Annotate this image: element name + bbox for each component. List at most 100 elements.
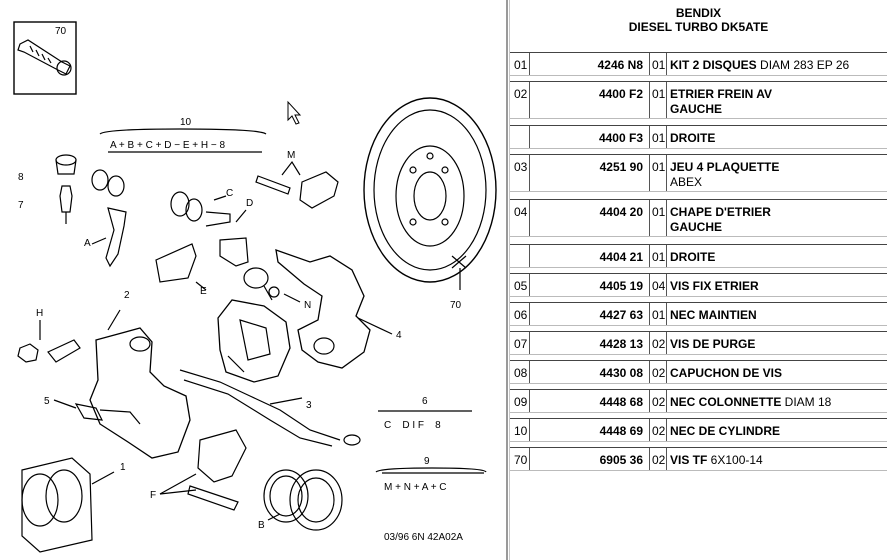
item-number: 07: [512, 332, 530, 354]
parts-row[interactable]: 05 4405 19 04 VIS FIX ETRIER: [510, 273, 887, 297]
callout-6: 6: [422, 396, 428, 407]
item-number: 04: [512, 200, 530, 236]
quantity: 01: [650, 245, 667, 267]
part-reference: 4405 19: [530, 274, 650, 296]
callout-70-box: 70: [55, 26, 67, 37]
parts-row[interactable]: 09 4448 68 02 NEC COLONNETTE DIAM 18: [510, 389, 887, 413]
quantity: 02: [650, 361, 667, 383]
callout-H: H: [36, 308, 43, 319]
part-description: VIS DE PURGE: [667, 332, 887, 354]
callout-F: F: [150, 490, 156, 501]
part-reference: 4251 90: [530, 155, 650, 191]
desc-main: DROITE: [670, 250, 716, 264]
parts-row[interactable]: 06 4427 63 01 NEC MAINTIEN: [510, 302, 887, 326]
callout-1: 1: [120, 462, 126, 473]
desc-main: VIS DE PURGE: [670, 337, 756, 351]
formula-6: C D I F 8: [384, 420, 441, 431]
desc-main: NEC DE CYLINDRE: [670, 424, 781, 438]
desc-main: CHAPE D'ETRIER: [670, 205, 771, 219]
brake-disc-drawing: [363, 97, 497, 283]
parts-row[interactable]: 01 4246 N8 01 KIT 2 DISQUES DIAM 283 EP …: [510, 52, 887, 76]
desc-main: VIS TF: [670, 453, 708, 467]
parts-row[interactable]: 4404 21 01 DROITE: [510, 244, 887, 268]
item-number: 05: [512, 274, 530, 296]
item-number: 10: [512, 419, 530, 441]
parts-row[interactable]: 4400 F3 01 DROITE: [510, 125, 887, 149]
desc-extra: 6X100-14: [707, 453, 763, 467]
quantity: 02: [650, 419, 667, 441]
mouse-cursor: [287, 100, 302, 125]
parts-list-panel: BENDIX DIESEL TURBO DK5ATE 01 4246 N8 01…: [510, 0, 887, 560]
callout-7: 7: [18, 200, 24, 211]
desc-main: DROITE: [670, 131, 716, 145]
part-reference: 4404 20: [530, 200, 650, 236]
part-description: VIS TF 6X100-14: [667, 448, 887, 470]
part-description: NEC MAINTIEN: [667, 303, 887, 325]
part-reference: 4430 08: [530, 361, 650, 383]
brand-title: BENDIX: [675, 6, 722, 20]
desc-extra: DIAM 18: [781, 395, 832, 409]
desc-main: NEC MAINTIEN: [670, 308, 757, 322]
part-description: DROITE: [667, 126, 887, 148]
part-reference: 4428 13: [530, 332, 650, 354]
callout-A: A: [84, 238, 91, 249]
quantity: 01: [650, 126, 667, 148]
part-description: CAPUCHON DE VIS: [667, 361, 887, 383]
part-reference: 4246 N8: [530, 53, 650, 75]
quantity: 01: [650, 303, 667, 325]
parts-row[interactable]: 10 4448 69 02 NEC DE CYLINDRE: [510, 418, 887, 442]
callout-4: 4: [396, 330, 402, 341]
quantity: 01: [650, 155, 667, 191]
callout-10: 10: [180, 117, 192, 128]
part-description: NEC DE CYLINDRE: [667, 419, 887, 441]
item-number: 06: [512, 303, 530, 325]
brake-pads-drawing: [217, 299, 291, 383]
item-number: 03: [512, 155, 530, 191]
exploded-brake-diagram: 70 10 A + B + C + D − E + H − 8 M 8 7 A …: [13, 21, 497, 553]
callout-8: 8: [18, 172, 24, 183]
callout-70: 70: [450, 300, 462, 311]
item-number: [512, 126, 530, 148]
formula-10: A + B + C + D − E + H − 8: [110, 140, 226, 151]
panel-divider: [506, 0, 508, 560]
item-number: 01: [512, 53, 530, 75]
callout-5: 5: [44, 396, 50, 407]
part-description: NEC COLONNETTE DIAM 18: [667, 390, 887, 412]
desc-main: CAPUCHON DE VIS: [670, 366, 783, 380]
quantity: 01: [650, 200, 667, 236]
callout-9: 9: [424, 456, 430, 467]
quantity: 01: [650, 53, 667, 75]
item-number: 02: [512, 82, 530, 118]
part-reference: 4427 63: [530, 303, 650, 325]
callout-2: 2: [124, 290, 130, 301]
part-reference: 4404 21: [530, 245, 650, 267]
formula-9: M + N + A + C: [384, 482, 447, 493]
part-reference: 4448 69: [530, 419, 650, 441]
quantity: 02: [650, 390, 667, 412]
item-number: 70: [512, 448, 530, 470]
callout-E: E: [200, 286, 207, 297]
part-description: KIT 2 DISQUES DIAM 283 EP 26: [667, 53, 887, 75]
desc-line2: GAUCHE: [670, 220, 723, 234]
part-reference: 6905 36: [530, 448, 650, 470]
desc-extra: DIAM 283 EP 26: [756, 58, 850, 72]
parts-row[interactable]: 70 6905 36 02 VIS TF 6X100-14: [510, 447, 887, 471]
desc-line2: ABEX: [670, 175, 703, 189]
brake-caliper-drawing: [89, 327, 191, 459]
part-70-inset-box: [13, 21, 77, 95]
item-number: [512, 245, 530, 267]
parts-row[interactable]: 07 4428 13 02 VIS DE PURGE: [510, 331, 887, 355]
callout-C: C: [226, 188, 233, 199]
parts-list-header: BENDIX DIESEL TURBO DK5ATE: [510, 0, 887, 48]
desc-main: JEU 4 PLAQUETTE: [670, 160, 780, 174]
quantity: 02: [650, 332, 667, 354]
callout-D: D: [246, 198, 253, 209]
parts-row[interactable]: 08 4430 08 02 CAPUCHON DE VIS: [510, 360, 887, 384]
part-reference: 4448 68: [530, 390, 650, 412]
